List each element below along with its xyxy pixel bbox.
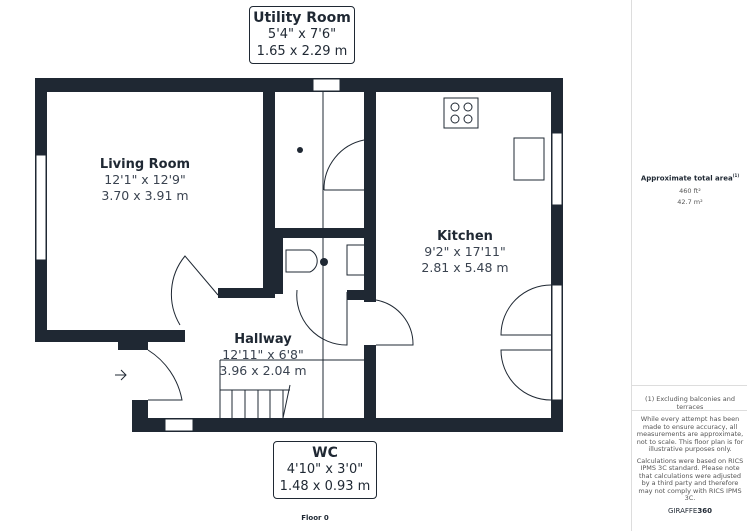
- footnote: (1) Excluding balconies and terraces: [645, 395, 735, 411]
- room-name: WC: [312, 445, 338, 461]
- area-footnote-ref: (1): [732, 173, 740, 178]
- info-panel: Approximate total area(1) 460 ft² 42.7 m…: [631, 0, 747, 531]
- room-metric: 2.81 x 5.48 m: [421, 260, 509, 275]
- room-name: Utility Room: [253, 10, 351, 26]
- room-imperial: 5'4" x 7'6": [267, 27, 337, 42]
- floor-plan: [35, 78, 563, 432]
- room-imperial: 12'1" x 12'9": [104, 172, 186, 187]
- room-imperial: 9'2" x 17'11": [424, 244, 506, 259]
- area-title: Approximate total area: [640, 174, 733, 183]
- windows: [35, 78, 563, 432]
- room-metric: 1.48 x 0.93 m: [279, 479, 371, 494]
- room-name: Kitchen: [437, 229, 493, 244]
- brand-logo: GIRAFFE360: [668, 506, 712, 515]
- doors-and-fixtures: [115, 92, 552, 419]
- room-name: Living Room: [99, 157, 191, 172]
- floor-label: Floor 0: [301, 514, 329, 522]
- room-metric: 3.70 x 3.91 m: [101, 188, 189, 203]
- room-imperial: 4'10" x 3'0": [286, 462, 364, 477]
- hallway-label: Hallway 12'11" x 6'8" 3.96 x 2.04 m: [200, 332, 326, 379]
- disclaimer: While every attempt has been made to ens…: [636, 415, 744, 453]
- area-ft: 460 ft²: [679, 187, 701, 196]
- kitchen-label: Kitchen 9'2" x 17'11" 2.81 x 5.48 m: [400, 229, 530, 276]
- room-imperial: 12'11" x 6'8": [222, 347, 304, 362]
- utility-room-label: Utility Room 5'4" x 7'6" 1.65 x 2.29 m: [249, 6, 355, 64]
- living-room-label: Living Room 12'1" x 12'9" 3.70 x 3.91 m: [80, 157, 210, 204]
- stairs: [219, 359, 365, 419]
- room-metric: 1.65 x 2.29 m: [256, 44, 348, 59]
- walls: [35, 78, 563, 432]
- calc-note: Calculations were based on RICS IPMS 3C …: [636, 456, 744, 502]
- room-name: Hallway: [234, 332, 292, 347]
- area-m: 42.7 m²: [677, 198, 703, 207]
- room-metric: 3.96 x 2.04 m: [219, 363, 307, 378]
- wc-label: WC 4'10" x 3'0" 1.48 x 0.93 m: [273, 441, 377, 499]
